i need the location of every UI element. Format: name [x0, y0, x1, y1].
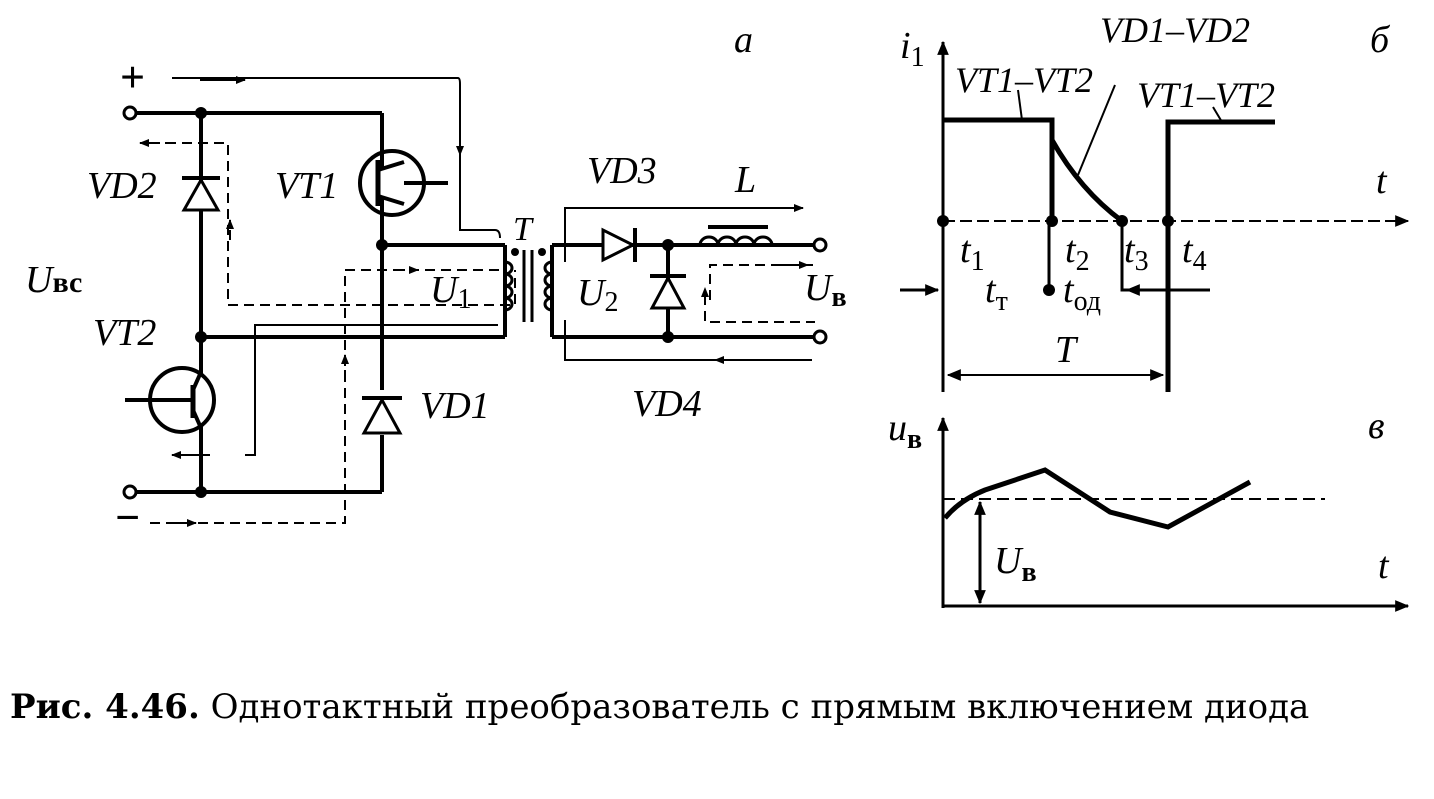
- output-terminal-bottom: [812, 329, 828, 345]
- c-x-axis-label: t: [1378, 545, 1390, 587]
- current-path-dashed: [139, 139, 815, 527]
- diode-vd4: [649, 274, 687, 310]
- b-current-waveform: [943, 117, 1275, 392]
- b-time-dots: [937, 215, 1174, 227]
- c-level-label: Uв: [994, 540, 1037, 588]
- timing-diagram-c: [937, 416, 1410, 612]
- timing-b-labels: б i1 VT1–VT2 VD1–VD2 VT1–VT2 t t1 t2 t3 …: [900, 10, 1391, 371]
- minus-sign: −: [115, 493, 140, 542]
- transformer-label: T: [513, 211, 534, 248]
- vd2-label: VD2: [87, 165, 157, 207]
- c-ripple-waveform: [943, 467, 1252, 530]
- circuit-schematic: [122, 76, 828, 527]
- output-voltage-label: Uв: [804, 267, 847, 313]
- vd3-label: VD3: [587, 150, 657, 192]
- input-voltage-label: Uвс: [25, 259, 82, 301]
- t4-label: t4: [1182, 229, 1207, 277]
- input-terminal-plus: [122, 105, 138, 121]
- current-path-solid: [171, 76, 812, 459]
- diode-vd1: [361, 396, 403, 435]
- terminals: [122, 105, 828, 500]
- vt2-label: VT2: [93, 312, 156, 354]
- diode-vd3: [601, 227, 637, 263]
- t3-label: t3: [1124, 229, 1149, 277]
- vd4-label: VD4: [632, 383, 702, 425]
- b-leader-vt-left: [1017, 89, 1023, 121]
- c-y-axis-label: uв: [888, 407, 922, 455]
- b-x-axis-label: t: [1376, 160, 1388, 202]
- panel-a-label: a: [734, 19, 753, 61]
- u2-label: U2: [577, 272, 618, 318]
- figure-diagram: a + − VD2 VT1 Uвс VT2 VD1 VD3 VD4 L T U1…: [25, 10, 1410, 612]
- output-terminal-top: [812, 237, 828, 253]
- diode-vd2: [181, 176, 221, 212]
- caption-text: Однотактный преобразователь с прямым вкл…: [199, 687, 1310, 727]
- b-leader-vt-right: [1212, 106, 1223, 123]
- timing-diagram-b: [900, 40, 1410, 392]
- main-wires: [130, 111, 820, 494]
- tt-label: tт: [985, 269, 1008, 317]
- caption-number: Рис. 4.46.: [10, 687, 200, 727]
- transistor-vt2: [125, 366, 216, 434]
- tod-label: tод: [1063, 269, 1101, 317]
- timing-c-labels: в uв t Uв: [888, 405, 1390, 588]
- t1-label: t1: [960, 229, 985, 277]
- panel-b-label: б: [1370, 19, 1391, 61]
- b-label-vt-right: VT1–VT2: [1137, 75, 1275, 115]
- vt1-label: VT1: [275, 165, 338, 207]
- figure-caption: Рис. 4.46. Однотактный преобразователь с…: [10, 682, 1430, 732]
- u1-label: U1: [430, 269, 471, 315]
- transformer-t: [504, 248, 553, 322]
- b-label-vd: VD1–VD2: [1100, 10, 1250, 50]
- panel-c-label: в: [1368, 405, 1385, 447]
- inductor-l: [698, 225, 774, 246]
- t2-label: t2: [1065, 229, 1090, 277]
- b-label-vt-left: VT1–VT2: [955, 60, 1093, 100]
- circuit-labels: a + − VD2 VT1 Uвс VT2 VD1 VD3 VD4 L T U1…: [25, 19, 847, 542]
- vd1-label: VD1: [420, 385, 490, 427]
- b-y-axis-label: i1: [900, 25, 925, 73]
- transistor-vt1: [358, 149, 448, 217]
- b-leader-vd: [1077, 84, 1116, 176]
- inductor-label: L: [734, 159, 756, 201]
- junction-dots: [195, 107, 674, 498]
- period-label: T: [1055, 329, 1079, 371]
- input-terminal-minus: [122, 484, 138, 500]
- plus-sign: +: [120, 53, 145, 102]
